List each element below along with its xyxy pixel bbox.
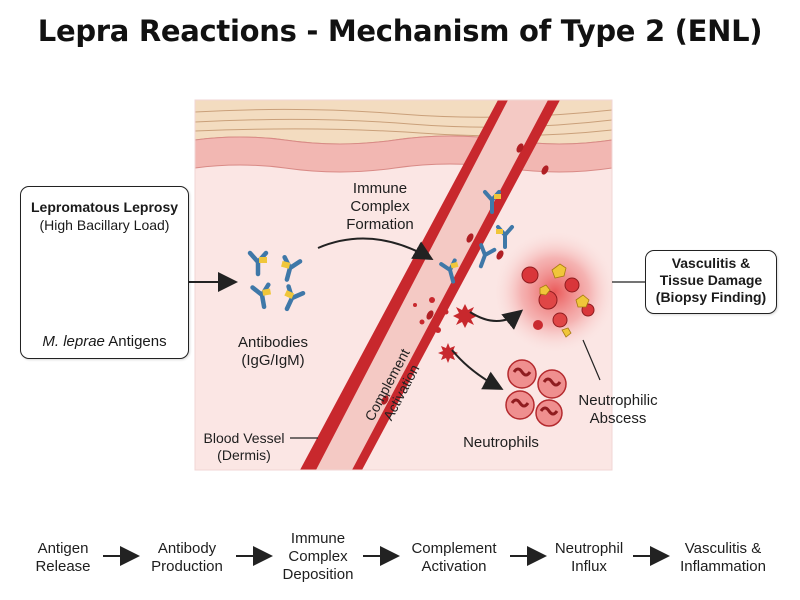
- neutrophils-cluster: [505, 359, 567, 427]
- box-heading: Lepromatous Leprosy: [30, 199, 179, 215]
- vasculitis-line2: Tissue Damage: [659, 272, 763, 288]
- flow-step-vasculitis-inflammation: Vasculitis &Inflammation: [680, 540, 766, 575]
- page-title: Lepra Reactions - Mechanism of Type 2 (E…: [37, 14, 763, 48]
- antibody-group: [247, 250, 306, 312]
- complement-particles: [413, 293, 477, 363]
- abscess-cluster: [521, 263, 595, 338]
- vasculitis-line3: (Biopsy Finding): [655, 289, 767, 305]
- vessel-lumen: [316, 100, 548, 470]
- inflammation-glow: [493, 230, 612, 354]
- vasculitis-box: Vasculitis & Tissue Damage (Biopsy Findi…: [645, 250, 777, 314]
- abscess-pointer: [582, 339, 601, 381]
- antibodies-label: Antibodies(IgG/IgM): [237, 334, 309, 369]
- vasculitis-line1: Vasculitis &: [671, 255, 751, 271]
- antibodies-in-vessel: [439, 190, 514, 284]
- lepromatous-leprosy-box: Lepromatous Leprosy (High Bacillary Load…: [20, 186, 189, 359]
- antigen-label: M. leprae Antigens: [42, 333, 167, 350]
- arrow-to-abscess: [469, 309, 524, 330]
- box-subheading: (High Bacillary Load): [39, 217, 170, 233]
- neutrophils-label: Neutrophils: [463, 434, 539, 451]
- arrow-to-neutrophils: [451, 349, 504, 390]
- arrow-to-vessel: [317, 237, 434, 260]
- blood-vessel-label: Blood Vessel(Dermis): [203, 430, 285, 463]
